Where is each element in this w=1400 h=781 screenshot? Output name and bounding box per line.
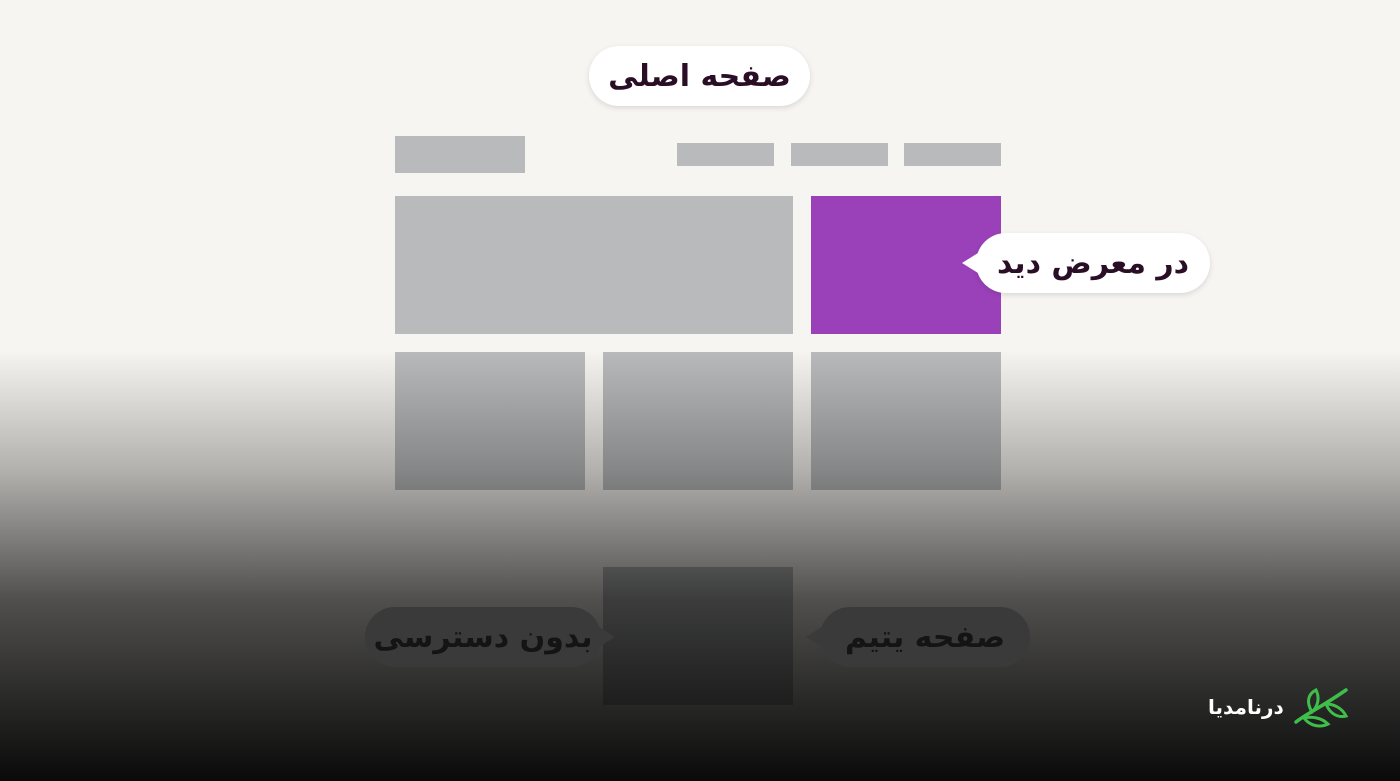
in-view-pointer <box>962 253 978 273</box>
main-page-label-text: صفحه اصلی <box>608 58 791 94</box>
grid-block-3 <box>811 352 1001 490</box>
orphan-block <box>603 567 793 705</box>
main-page-label: صفحه اصلی <box>589 46 810 106</box>
no-access-pointer <box>599 627 615 647</box>
in-view-label: در معرض دید <box>962 233 1210 293</box>
header-nav-block-3 <box>904 143 1001 166</box>
header-nav-block-1 <box>677 143 774 166</box>
grid-block-1 <box>395 352 585 490</box>
leaf-icon <box>1294 687 1348 728</box>
brand-name: درنامدیا <box>1208 695 1284 719</box>
orphan-page-label: صفحه یتیم <box>806 607 1030 667</box>
header-logo-block <box>395 136 525 173</box>
orphan-page-pointer <box>806 627 822 647</box>
grid-block-2 <box>603 352 793 490</box>
orphan-page-label-text: صفحه یتیم <box>844 619 1006 655</box>
brand-logo: درنامدیا <box>1208 682 1350 732</box>
hero-block <box>395 196 793 334</box>
no-access-label-text: بدون دسترسی <box>373 619 593 655</box>
in-view-label-text: در معرض دید <box>996 245 1190 281</box>
header-nav-block-2 <box>791 143 888 166</box>
no-access-label: بدون دسترسی <box>365 607 615 667</box>
